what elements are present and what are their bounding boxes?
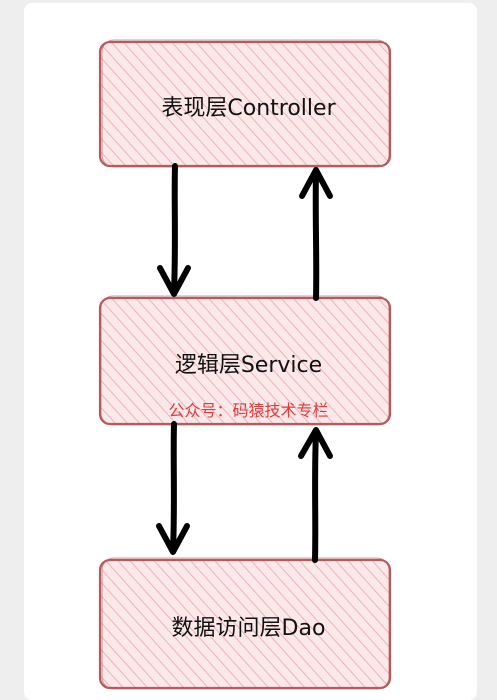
arrow-dao-to-service [298,427,333,563]
dao-label: 数据访问层Dao [171,616,326,641]
dao-box [98,557,392,690]
arrow-controller-to-service [157,163,191,297]
service-box [98,295,392,426]
service-label: 逻辑层Service [174,353,323,378]
controller-label: 表现层Controller [161,96,336,121]
arrow-service-to-dao [156,421,190,555]
arrow-service-to-controller [299,167,333,301]
controller-box [98,39,392,168]
watermark-text: 公众号：码猿技术专栏 [168,401,329,420]
